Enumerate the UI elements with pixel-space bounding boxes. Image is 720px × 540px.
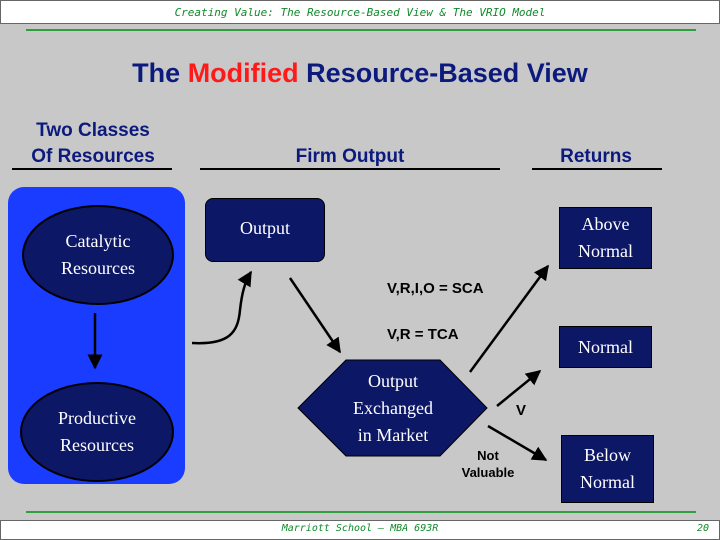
- above-line2: Normal: [578, 241, 633, 261]
- normal-label: Normal: [578, 336, 633, 357]
- productive-line1: Productive: [58, 408, 136, 428]
- catalytic-line2: Resources: [61, 258, 135, 278]
- firm-output-underline: [200, 168, 500, 170]
- resources-heading-line2: Of Resources: [31, 146, 155, 167]
- market-to-below-normal-arrow: [487, 424, 548, 462]
- returns-underline: [532, 168, 662, 170]
- not-valuable-line1: Not: [477, 448, 499, 463]
- resources-heading-line1: Two Classes: [36, 120, 150, 141]
- resources-heading: Two Classes Of Resources: [8, 118, 178, 170]
- exchanged-line1: Output: [367, 370, 418, 391]
- top-divider: [26, 29, 696, 31]
- title-emphasis: Modified: [187, 58, 299, 88]
- resources-underline: [12, 168, 172, 170]
- normal-node: Normal: [559, 326, 652, 368]
- v-label: V: [516, 402, 527, 419]
- title-prefix: The: [132, 58, 188, 88]
- below-line2: Normal: [580, 472, 635, 492]
- slide-footer: Marriott School – MBA 693R 20: [0, 520, 720, 540]
- exchanged-line2: Exchanged: [353, 397, 433, 418]
- returns-heading: Returns: [560, 146, 632, 167]
- below-line1: Below: [583, 445, 631, 465]
- above-line1: Above: [581, 214, 630, 234]
- slide-title: The Modified Resource-Based View: [0, 58, 720, 89]
- exchanged-hexagon: [297, 359, 488, 457]
- firm-output-heading: Firm Output: [295, 146, 405, 167]
- exchanged-line3: in Market: [357, 424, 429, 445]
- output-to-market-arrow: [288, 277, 342, 354]
- page-number: 20: [696, 523, 709, 534]
- catalytic-line1: Catalytic: [65, 231, 131, 251]
- slide-header: Creating Value: The Resource-Based View …: [0, 0, 720, 24]
- not-valuable-line2: Valuable: [461, 465, 515, 480]
- vr-tca-label: V,R = TCA: [387, 326, 459, 343]
- not-valuable-label: Not Valuable: [458, 447, 518, 481]
- header-text: Creating Value: The Resource-Based View …: [174, 5, 546, 19]
- vrio-sca-label: V,R,I,O = SCA: [387, 280, 484, 297]
- output-node: Output: [205, 198, 325, 262]
- market-to-above-normal-arrow: [468, 264, 550, 373]
- market-to-normal-arrow: [496, 370, 542, 407]
- bottom-divider: [26, 511, 696, 513]
- output-label: Output: [239, 218, 290, 238]
- productive-line2: Resources: [60, 435, 134, 455]
- title-suffix: Resource-Based View: [298, 58, 588, 88]
- footer-text: Marriott School – MBA 693R: [281, 523, 439, 534]
- resources-to-output-arrow: [191, 270, 253, 345]
